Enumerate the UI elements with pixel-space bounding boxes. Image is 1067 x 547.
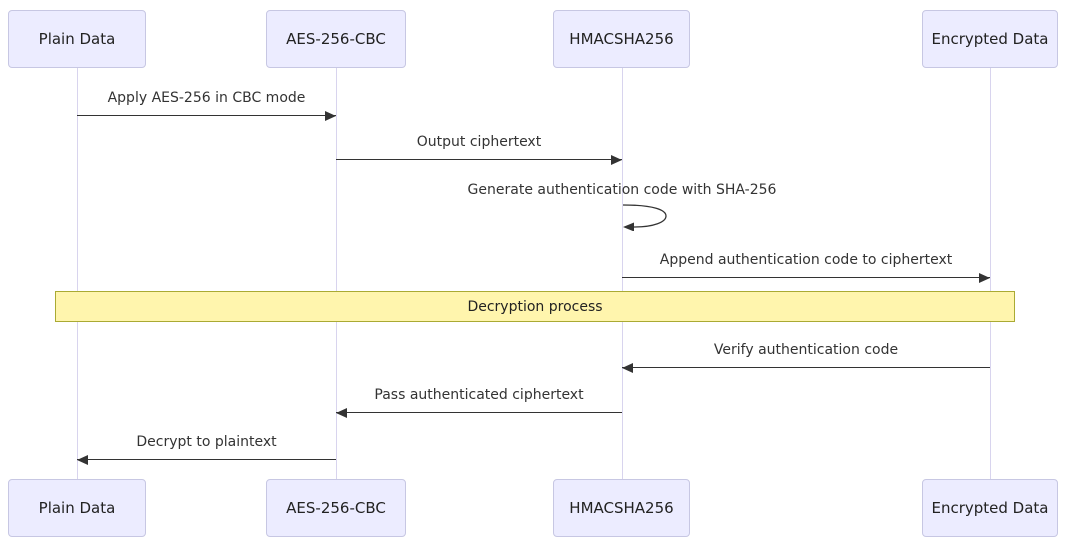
note-label: Decryption process: [467, 298, 603, 315]
message-label: Verify authentication code: [713, 342, 899, 358]
actor-encrypted-data-top: Encrypted Data: [922, 10, 1058, 68]
actor-hmacsha256-bottom: HMACSHA256: [553, 479, 690, 537]
message-arrow-line: [622, 273, 990, 283]
actor-label: HMACSHA256: [569, 499, 674, 517]
arrowhead-right-icon: [611, 155, 622, 165]
actor-label: Encrypted Data: [931, 499, 1049, 517]
message-apply-aes-256-cbc: Apply AES-256 in CBC mode: [77, 88, 336, 121]
note-decryption-process: Decryption process: [55, 291, 1015, 322]
actor-label: HMACSHA256: [569, 30, 674, 48]
actor-plain-data-top: Plain Data: [8, 10, 146, 68]
actor-label: AES-256-CBC: [286, 499, 386, 517]
arrowhead-left-icon: [622, 363, 633, 373]
message-pass-authenticated-ciphertext: Pass authenticated ciphertext: [336, 385, 622, 418]
actor-label: Plain Data: [38, 30, 116, 48]
lifeline-encrypted-data: [990, 68, 991, 480]
actor-label: Plain Data: [38, 499, 116, 517]
message-arrow-line: [336, 155, 622, 165]
arrowhead-right-icon: [325, 111, 336, 121]
self-loop-arrow: [622, 204, 667, 231]
lifeline-hmacsha256: [622, 68, 623, 480]
lifeline-aes-256-cbc: [336, 68, 337, 480]
actor-aes-256-cbc-bottom: AES-256-CBC: [266, 479, 406, 537]
message-arrow-line: [622, 363, 990, 373]
actor-label: Encrypted Data: [931, 30, 1049, 48]
message-append-auth-code: Append authentication code to ciphertext: [622, 250, 990, 283]
actor-hmacsha256-top: HMACSHA256: [553, 10, 690, 68]
message-output-ciphertext: Output ciphertext: [336, 132, 622, 165]
arrowhead-left-icon: [336, 408, 347, 418]
message-decrypt-to-plaintext: Decrypt to plaintext: [77, 432, 336, 465]
arrowhead-right-icon: [979, 273, 990, 283]
message-label: Apply AES-256 in CBC mode: [107, 90, 306, 106]
message-arrow-line: [77, 455, 336, 465]
message-label: Pass authenticated ciphertext: [374, 387, 584, 403]
actor-plain-data-bottom: Plain Data: [8, 479, 146, 537]
message-label: Decrypt to plaintext: [136, 434, 277, 450]
message-arrow-line: [336, 408, 622, 418]
actor-aes-256-cbc-top: AES-256-CBC: [266, 10, 406, 68]
arrowhead-left-icon: [77, 455, 88, 465]
message-verify-auth-code: Verify authentication code: [622, 340, 990, 373]
message-arrow-line: [77, 111, 336, 121]
lifeline-plain-data: [77, 68, 78, 480]
message-label: Append authentication code to ciphertext: [659, 252, 953, 268]
message-label: Output ciphertext: [416, 134, 542, 150]
actor-label: AES-256-CBC: [286, 30, 386, 48]
message-label-generate-auth-code: Generate authentication code with SHA-25…: [467, 182, 777, 198]
actor-encrypted-data-bottom: Encrypted Data: [922, 479, 1058, 537]
